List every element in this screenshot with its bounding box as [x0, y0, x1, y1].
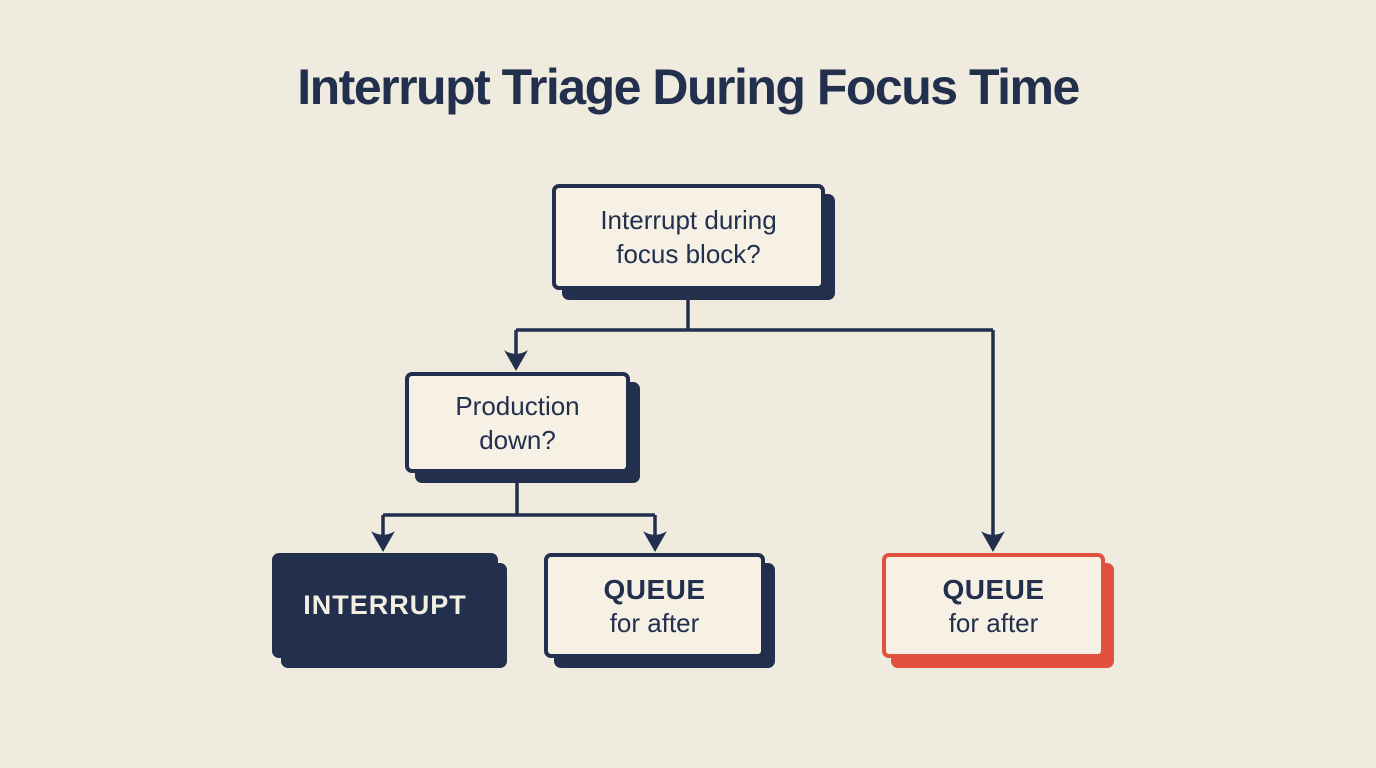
node-label: INTERRUPT: [303, 590, 467, 620]
node-label: QUEUE: [942, 573, 1045, 605]
node-sublabel: for after: [609, 607, 700, 638]
arrow-down-icon: [504, 350, 528, 371]
node-interrupt-during-focus-block: Interrupt during focus block?: [552, 184, 825, 290]
node-queue-for-after-highlighted: QUEUE for after: [882, 553, 1105, 658]
arrow-down-icon: [643, 531, 667, 552]
node-label-line: Interrupt during: [600, 205, 777, 235]
arrow-down-icon: [371, 531, 395, 552]
node-production-down: Production down?: [405, 372, 630, 473]
arrow-down-icon: [981, 531, 1005, 552]
node-interrupt-action: INTERRUPT: [272, 553, 498, 658]
node-label-line: Production: [455, 390, 580, 421]
node-queue-for-after: QUEUE for after: [544, 553, 765, 658]
page-title: Interrupt Triage During Focus Time: [297, 59, 1080, 115]
node-sublabel: for after: [948, 607, 1039, 638]
node-label: QUEUE: [603, 573, 706, 605]
node-label-line: focus block?: [616, 239, 761, 269]
node-label-line: down?: [479, 424, 556, 455]
